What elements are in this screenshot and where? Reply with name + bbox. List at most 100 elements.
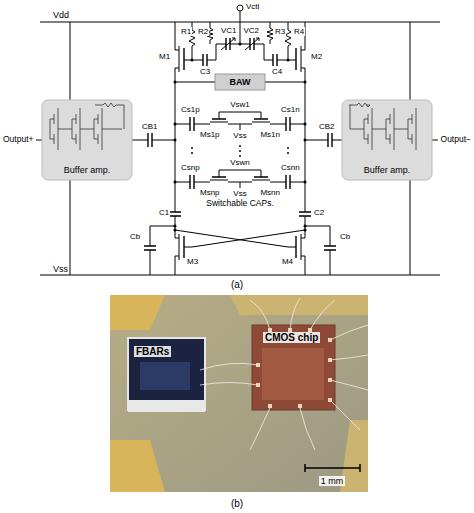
- part-label: Msnp: [199, 188, 221, 197]
- node-label: Buffer amp.: [64, 165, 110, 175]
- junction-dot: [191, 152, 193, 154]
- photo: [110, 295, 368, 492]
- group-label: Switchable CAPs.: [205, 199, 275, 209]
- junction-dot: [174, 123, 177, 126]
- wire: [36, 5, 440, 275]
- part-label: M4: [281, 257, 294, 266]
- photo-label: CMOS chip: [263, 332, 320, 343]
- wire: [295, 48, 296, 258]
- bond-wire: [250, 298, 368, 450]
- wire: [190, 175, 290, 189]
- wire: [184, 44, 296, 60]
- part-label: CB1: [141, 122, 159, 131]
- junction-dot: [239, 145, 241, 147]
- baw-box: BAW: [215, 74, 265, 90]
- buffer-box: Buffer amp.: [342, 100, 432, 180]
- junction-dot: [174, 225, 177, 228]
- buffer-transistors: [50, 103, 124, 150]
- photo: [110, 295, 165, 330]
- junction-dot: [287, 59, 290, 62]
- pin-label: Vctl: [245, 2, 260, 11]
- junction-dot: [304, 225, 307, 228]
- panel-label: (a): [230, 279, 244, 290]
- buffer-box-fill: [215, 74, 265, 90]
- buffer-box-fill: [42, 100, 132, 180]
- part-label: CB2: [318, 122, 336, 131]
- part-label: R3: [274, 27, 286, 36]
- wire: [237, 5, 243, 11]
- photo: [252, 325, 335, 410]
- photo: [262, 348, 324, 400]
- part-label: Ms1n: [259, 130, 281, 139]
- wire: [175, 230, 305, 247]
- wire: [203, 38, 277, 66]
- part-label: C1: [158, 208, 170, 217]
- wire: [299, 212, 311, 216]
- photo: [230, 295, 368, 315]
- part-label: Cs1p: [180, 105, 201, 114]
- port-label: Output+: [2, 135, 34, 145]
- wire: [169, 212, 181, 216]
- wire: [175, 22, 179, 275]
- junction-dot: [304, 139, 307, 142]
- wire: [183, 48, 184, 258]
- part-label: Cs1n: [280, 105, 301, 114]
- junction-dot: [191, 147, 193, 149]
- rail-label: Vss: [232, 131, 247, 140]
- bond-pad: [298, 404, 302, 408]
- junction-dot: [239, 155, 241, 157]
- part-label: Csnn: [280, 163, 301, 172]
- part-label: Cb: [129, 232, 141, 241]
- junction-dot: [174, 229, 177, 232]
- scale-bar: [305, 464, 360, 472]
- wire: [301, 22, 305, 275]
- part-label: M2: [310, 52, 323, 61]
- wire: [267, 22, 273, 44]
- junction-dot: [287, 147, 289, 149]
- junction-dot: [239, 150, 241, 152]
- junction-dot: [304, 123, 307, 126]
- buffer-box-fill: [342, 100, 432, 180]
- node-label: BAW: [230, 77, 251, 87]
- bond-pad: [256, 363, 260, 367]
- photo: [110, 295, 368, 492]
- junction-dot: [287, 152, 289, 154]
- wire: [144, 246, 336, 250]
- part-label: R2: [197, 27, 209, 36]
- part-label: M1: [158, 52, 171, 61]
- photo: [128, 400, 205, 412]
- bond-pad: [328, 338, 332, 342]
- rail-label: Vss: [232, 189, 247, 198]
- buffer-box-fill: [42, 74, 432, 180]
- bond-pad: [328, 398, 332, 402]
- part-label: Ms1p: [199, 130, 221, 139]
- photo: [128, 338, 205, 410]
- bond-pad: [256, 328, 332, 408]
- wire: [221, 38, 259, 50]
- part-label: Msnn: [259, 188, 281, 197]
- bond-wire: [200, 298, 368, 450]
- node-label: Buffer amp.: [364, 165, 410, 175]
- bond-pad: [256, 383, 260, 387]
- junction-dot: [304, 181, 307, 184]
- signal-label: Vswn: [229, 158, 251, 167]
- buffer-transistors: [349, 103, 416, 150]
- scale-label: 1 mm: [319, 476, 346, 486]
- photo: [110, 440, 165, 492]
- part-label: M3: [186, 257, 199, 266]
- part-label: R4: [293, 27, 305, 36]
- part-label: VC1: [220, 26, 238, 35]
- wire: [175, 170, 305, 188]
- wire: [240, 11, 241, 44]
- part-label: Csnp: [180, 163, 201, 172]
- buffer-box: Buffer amp.: [42, 100, 132, 180]
- wire: [40, 275, 440, 276]
- rail-label: Vss: [52, 264, 69, 274]
- wire: [175, 112, 305, 130]
- photo-label: FBARs: [134, 346, 171, 357]
- rail-label: Vdd: [52, 10, 70, 20]
- bond-pad: [328, 358, 332, 362]
- scale-bar: [305, 464, 360, 472]
